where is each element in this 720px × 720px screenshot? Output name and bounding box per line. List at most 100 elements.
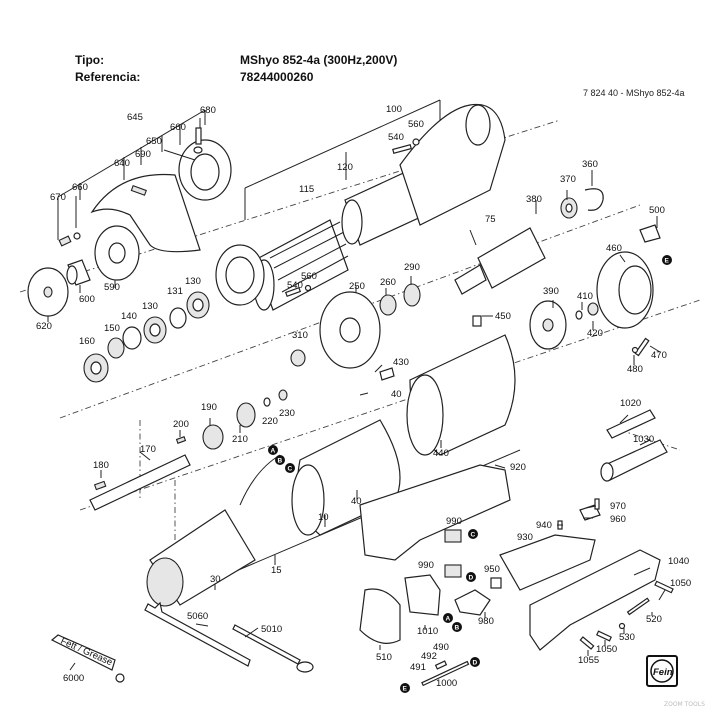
label-360: 360 bbox=[582, 159, 598, 170]
svg-text:B: B bbox=[278, 458, 283, 465]
label-180: 180 bbox=[93, 460, 109, 471]
svg-text:A: A bbox=[271, 448, 276, 455]
part-490-screw bbox=[434, 660, 448, 670]
part-620-flange bbox=[27, 267, 69, 317]
part-510-plate bbox=[359, 588, 401, 644]
part-520-pin bbox=[626, 597, 650, 616]
part-220-washer bbox=[263, 397, 271, 407]
label-930: 930 bbox=[517, 532, 533, 543]
label-540-b: 540 bbox=[287, 280, 303, 291]
label-645: 645 bbox=[127, 112, 143, 123]
label-1010: 1010 bbox=[417, 626, 438, 637]
label-960: 960 bbox=[610, 514, 626, 525]
label-940: 940 bbox=[536, 520, 552, 531]
marker-e-2: E bbox=[662, 255, 672, 265]
label-40-a: 40 bbox=[391, 389, 402, 400]
label-590: 590 bbox=[104, 282, 120, 293]
label-75: 75 bbox=[485, 214, 496, 225]
label-410: 410 bbox=[577, 291, 593, 302]
label-40-b: 40 bbox=[351, 496, 362, 507]
label-600: 600 bbox=[79, 294, 95, 305]
part-1010-cover bbox=[404, 574, 441, 616]
axis-lower bbox=[79, 299, 701, 511]
part-1055-screw bbox=[579, 636, 595, 650]
part-210-gear bbox=[236, 402, 256, 428]
part-180-key bbox=[93, 480, 107, 491]
label-120: 120 bbox=[337, 162, 353, 173]
part-1040-handle-cover bbox=[529, 549, 661, 651]
svg-text:D: D bbox=[469, 575, 474, 582]
label-15: 15 bbox=[271, 565, 282, 576]
label-290: 290 bbox=[404, 262, 420, 273]
part-540-screw-b bbox=[284, 286, 302, 298]
label-1030: 1030 bbox=[633, 434, 654, 445]
part-200-key bbox=[175, 436, 187, 444]
label-620: 620 bbox=[36, 321, 52, 332]
label-170: 170 bbox=[140, 444, 156, 455]
axis-middle bbox=[59, 204, 641, 419]
label-380: 380 bbox=[526, 194, 542, 205]
part-930-switch bbox=[499, 534, 596, 591]
label-1050-a: 1050 bbox=[670, 578, 691, 589]
label-510: 510 bbox=[376, 652, 392, 663]
label-670: 670 bbox=[50, 192, 66, 203]
label-130-b: 130 bbox=[185, 276, 201, 287]
label-100: 100 bbox=[386, 104, 402, 115]
label-390: 390 bbox=[543, 286, 559, 297]
label-230: 230 bbox=[279, 408, 295, 419]
part-labels: 645 660 680 650 690 640 660 670 100 540 … bbox=[36, 104, 691, 689]
part-450-screw bbox=[472, 315, 482, 327]
part-430-pad bbox=[379, 367, 395, 381]
label-370: 370 bbox=[560, 174, 576, 185]
marker-b-2: B bbox=[452, 622, 462, 632]
label-250: 250 bbox=[349, 281, 365, 292]
label-990-b: 990 bbox=[418, 560, 434, 571]
part-990-brush-b bbox=[444, 564, 462, 578]
marker-e-1: E bbox=[400, 683, 410, 693]
label-1020: 1020 bbox=[620, 398, 641, 409]
svg-text:E: E bbox=[403, 686, 408, 693]
label-5010: 5010 bbox=[261, 624, 282, 635]
label-210: 210 bbox=[232, 434, 248, 445]
part-5010-pin-key bbox=[232, 624, 314, 673]
part-ring-washer bbox=[215, 244, 265, 306]
label-920: 920 bbox=[510, 462, 526, 473]
bracket-645 bbox=[57, 109, 206, 198]
part-650-ring bbox=[178, 139, 232, 201]
label-690: 690 bbox=[135, 149, 151, 160]
label-470: 470 bbox=[651, 350, 667, 361]
marker-c-2: C bbox=[468, 529, 478, 539]
motor-wires bbox=[239, 454, 281, 506]
part-440-cover bbox=[406, 334, 516, 456]
label-1050-b: 1050 bbox=[596, 644, 617, 655]
label-530: 530 bbox=[619, 632, 635, 643]
part-115-knurled-tube bbox=[253, 219, 349, 311]
part-310-seal bbox=[290, 349, 306, 367]
part-1020-cable bbox=[606, 409, 656, 439]
label-650: 650 bbox=[146, 136, 162, 147]
label-680: 680 bbox=[200, 105, 216, 116]
label-520: 520 bbox=[646, 614, 662, 625]
label-970: 970 bbox=[610, 501, 626, 512]
svg-text:C: C bbox=[471, 532, 476, 539]
part-980-bracket bbox=[454, 589, 491, 616]
part-190-bearing bbox=[202, 424, 224, 450]
type-value: MShyo 852-4a (300Hz,200V) bbox=[240, 53, 398, 67]
label-990-a: 990 bbox=[446, 516, 462, 527]
label-190: 190 bbox=[201, 402, 217, 413]
label-492: 492 bbox=[421, 651, 437, 662]
svg-text:D: D bbox=[473, 660, 478, 667]
marker-a-2: A bbox=[443, 613, 453, 623]
label-10: 10 bbox=[318, 512, 329, 523]
part-560-nut-b bbox=[304, 284, 312, 292]
part-5060-spanner bbox=[144, 601, 251, 667]
label-1055: 1055 bbox=[578, 655, 599, 666]
label-640: 640 bbox=[114, 158, 130, 169]
label-450: 450 bbox=[495, 311, 511, 322]
part-970-screw bbox=[594, 498, 600, 510]
label-560-a: 560 bbox=[408, 119, 424, 130]
label-1040: 1040 bbox=[668, 556, 689, 567]
part-30-field-coil bbox=[146, 509, 256, 607]
part-410-washer bbox=[575, 310, 583, 320]
